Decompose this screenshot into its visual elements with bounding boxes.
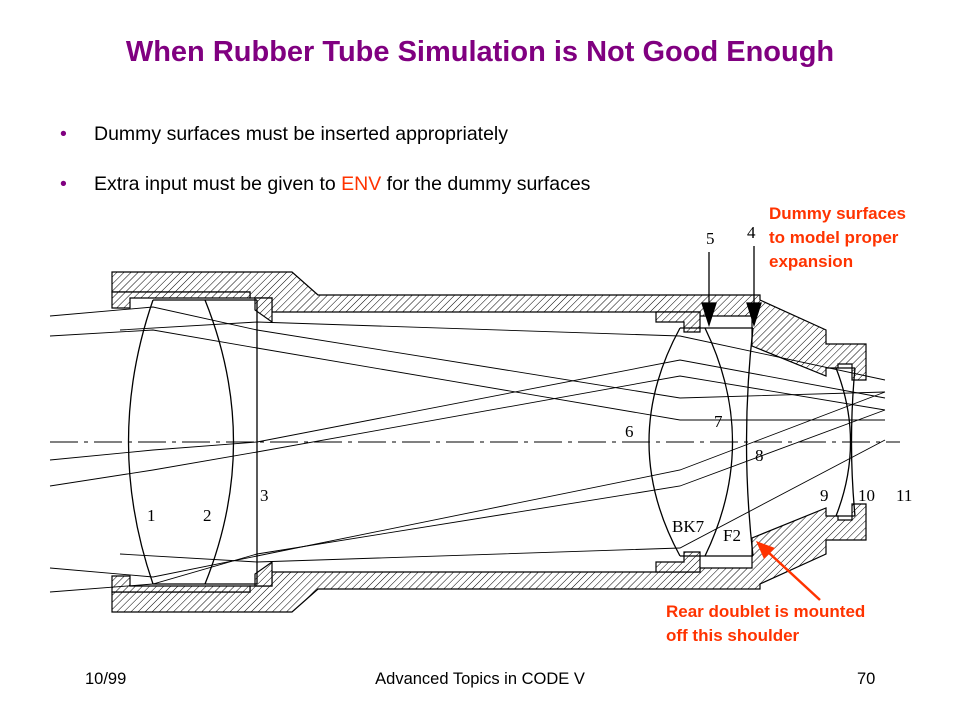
bullet-text-2-pre: Extra input must be given to <box>94 173 342 195</box>
footer-date: 10/99 <box>85 670 127 688</box>
bullet-dummy-surfaces: • Dummy surfaces must be inserted appropr… <box>60 123 508 146</box>
surface-label-4: 4 <box>747 223 756 242</box>
surface-label-1: 1 <box>147 506 156 525</box>
glass-label-f2: F2 <box>723 526 741 545</box>
surface-label-10: 10 <box>858 486 875 505</box>
footer-page-number: 70 <box>857 670 876 688</box>
shoulder-callout-arrow <box>756 541 821 601</box>
bullet-text-2-post: for the dummy surfaces <box>381 173 591 195</box>
annotation-line: Dummy surfaces <box>769 204 907 223</box>
surface-label-2: 2 <box>203 506 212 525</box>
bullet-extra-input: • Extra input must be given to ENV for th… <box>60 173 590 196</box>
surface-label-7: 7 <box>714 412 723 431</box>
surface-label-9: 9 <box>820 486 829 505</box>
ray-trace <box>49 306 886 593</box>
dummy-surface-arrows <box>701 246 762 328</box>
annotation-line: to model proper <box>769 228 899 247</box>
barrel-housing <box>111 271 867 613</box>
glass-label-bk7: BK7 <box>672 517 705 536</box>
surface-label-5: 5 <box>706 229 715 248</box>
surface-label-6: 6 <box>625 422 634 441</box>
slide-title: When Rubber Tube Simulation is Not Good … <box>125 36 835 68</box>
bullet-text-1: Dummy surfaces must be inserted appropri… <box>94 123 509 145</box>
annotation-line: Rear doublet is mounted <box>666 602 866 621</box>
footer-course-title: Advanced Topics in CODE V <box>375 670 585 688</box>
surface-label-11: 11 <box>896 486 912 505</box>
annotation-line: off this shoulder <box>666 626 800 645</box>
rear-doublet-annotation: Rear doublet is mounted off this shoulde… <box>666 600 865 648</box>
annotation-line: expansion <box>769 252 854 271</box>
surface-label-8: 8 <box>755 446 764 465</box>
surface-label-3: 3 <box>260 486 269 505</box>
bullet-marker: • <box>60 173 67 195</box>
dummy-surfaces-annotation: Dummy surfaces to model proper expansion <box>769 202 906 274</box>
bullet-marker: • <box>60 123 67 145</box>
env-keyword: ENV <box>341 173 382 195</box>
